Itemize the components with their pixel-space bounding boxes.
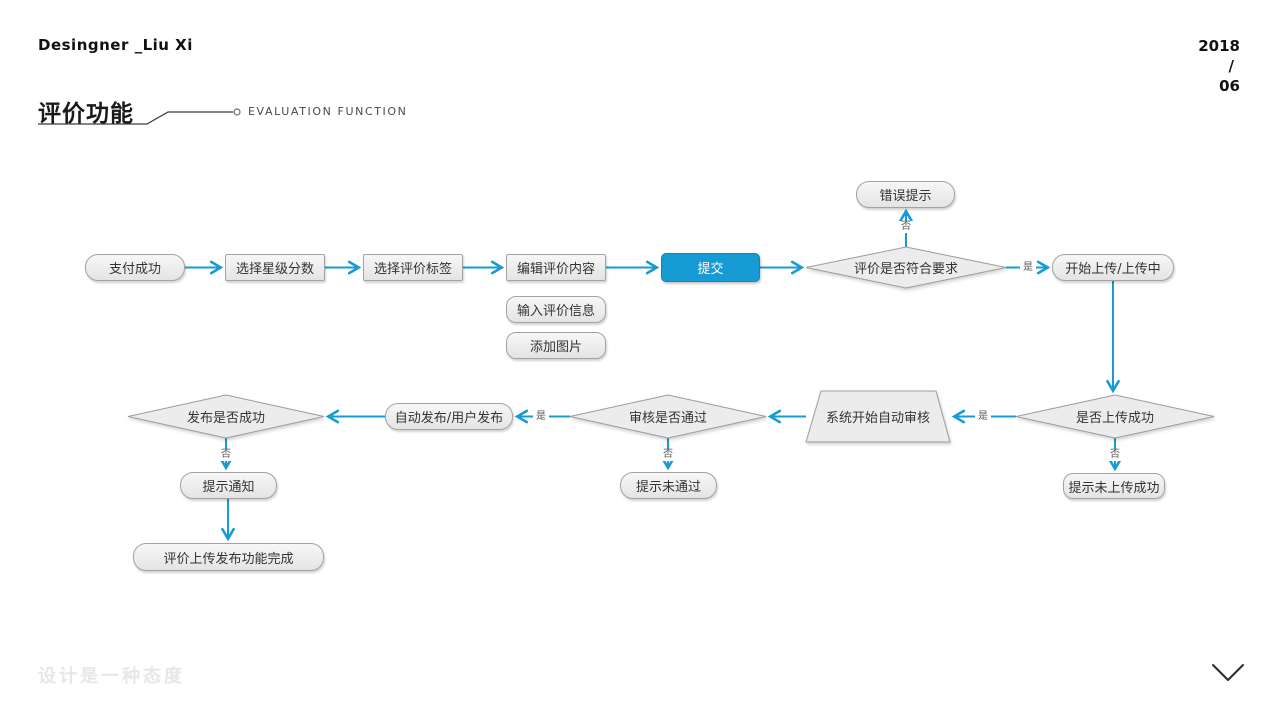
node-label: 提交 [697,262,724,277]
node-label: 提示通知 [202,480,255,495]
date-block: 2018 / 06 [1198,36,1240,96]
node-select-tag: 选择评价标签 [363,254,463,281]
node-notify: 提示通知 [180,472,277,499]
edge-label-no: 否 [1107,449,1123,461]
node-select-star: 选择星级分数 [225,254,325,281]
decision-publish-success-shape [127,394,325,439]
node-label: 添加图片 [529,340,582,355]
page-title: 评价功能 [38,101,134,127]
edge-label-no: 否 [898,221,914,233]
edge-label-no: 否 [660,449,676,461]
date-separator: / [1228,57,1234,75]
edge-label-yes: 是 [533,411,549,423]
watermark-text: 设计是一种态度 [38,666,185,687]
edge-label-no: 否 [218,449,234,461]
edge-label-yes: 是 [1020,262,1036,274]
node-edit-content: 编辑评价内容 [506,254,606,281]
page-subtitle: EVALUATION FUNCTION [248,105,408,118]
node-input-info: 输入评价信息 [506,296,606,323]
node-label: 编辑评价内容 [516,262,595,277]
node-pay-success: 支付成功 [85,254,185,281]
node-label: 提示未上传成功 [1068,480,1160,496]
node-label: 自动发布/用户发布 [394,411,504,426]
node-add-image: 添加图片 [506,332,606,359]
node-label: 开始上传/上传中 [1065,262,1161,277]
title-connector-line [38,108,241,125]
decision-check-valid-shape [805,246,1007,289]
node-error-tip: 错误提示 [856,181,955,208]
node-label: 选择评价标签 [373,262,452,277]
node-start-upload: 开始上传/上传中 [1052,254,1174,281]
node-label: 错误提示 [879,189,932,204]
node-label: 提示未通过 [635,480,701,495]
node-label: 输入评价信息 [516,304,595,319]
node-upload-fail-tip: 提示未上传成功 [1063,473,1165,499]
designer-name: Desingner _Liu Xi [38,36,193,54]
node-review-fail-tip: 提示未通过 [620,472,717,499]
decision-review-pass-shape [569,394,767,439]
node-label: 选择星级分数 [235,262,314,277]
chevron-down-icon[interactable] [1211,662,1247,684]
node-publish: 自动发布/用户发布 [385,403,513,430]
date-month: 06 [1219,77,1240,95]
node-complete: 评价上传发布功能完成 [133,543,324,571]
node-label: 评价上传发布功能完成 [163,551,294,567]
node-submit: 提交 [661,253,760,282]
trapezoid-auto-review-shape [805,390,951,443]
date-year: 2018 [1198,37,1240,55]
node-label: 支付成功 [108,262,161,277]
edge-label-yes: 是 [975,411,991,423]
decision-upload-success-shape [1015,394,1215,439]
